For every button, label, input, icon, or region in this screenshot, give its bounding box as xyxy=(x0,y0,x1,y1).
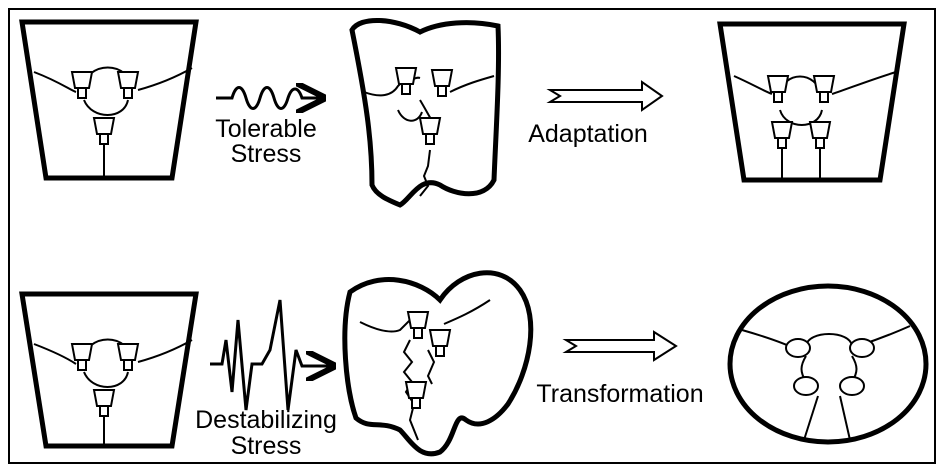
tolerable-label: Tolerable xyxy=(215,115,316,143)
destabilizing-stress-arrow xyxy=(210,300,330,410)
tolerable-stress-arrow xyxy=(216,88,320,109)
transformation-arrow xyxy=(566,332,676,360)
adapted-network-top xyxy=(720,24,904,180)
destabilizing-stress-label: Stress xyxy=(231,432,302,460)
destabilized-network-bottom xyxy=(345,273,531,454)
transformation-label: Transformation xyxy=(536,380,703,408)
initial-network-top xyxy=(22,22,196,178)
transformed-network-bottom xyxy=(730,286,926,442)
tolerable-stress-label: Stress xyxy=(231,140,302,168)
destabilizing-label: Destabilizing xyxy=(195,406,337,434)
initial-network-bottom xyxy=(22,294,196,446)
stressed-network-top xyxy=(352,20,499,205)
adaptation-arrow xyxy=(550,82,662,110)
adaptation-label: Adaptation xyxy=(528,120,648,148)
